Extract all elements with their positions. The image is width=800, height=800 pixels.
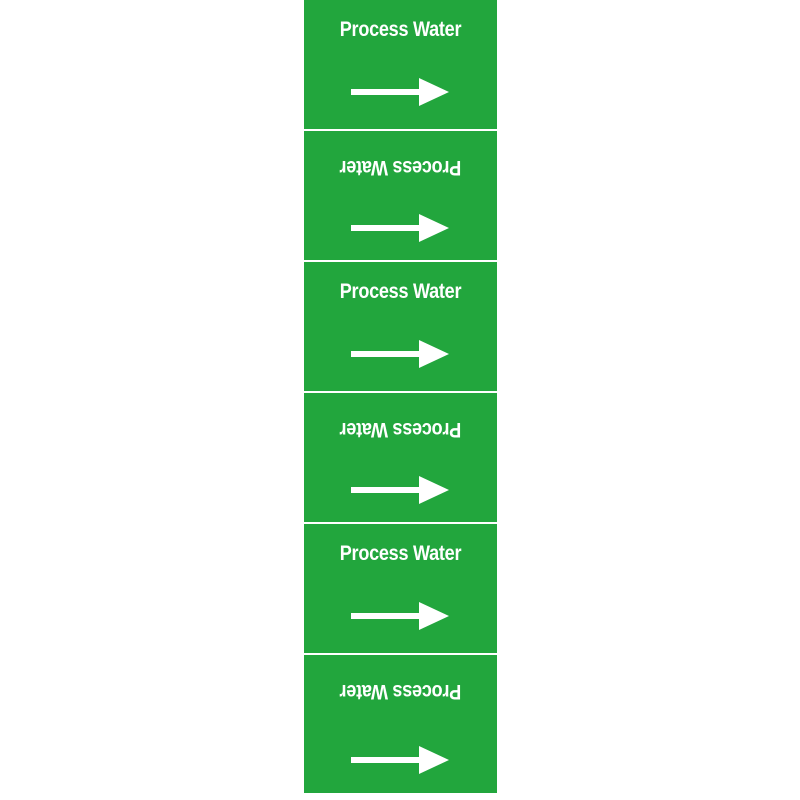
arrow-right-icon bbox=[351, 746, 449, 774]
pipe-label-text: Process Water bbox=[339, 18, 462, 41]
pipe-label-text: Process Water bbox=[339, 156, 462, 179]
pipe-label: Process Water bbox=[304, 262, 497, 393]
pipe-label: Process Water bbox=[304, 655, 497, 793]
arrow-right-icon bbox=[351, 78, 449, 106]
pipe-label: Process Water bbox=[304, 393, 497, 524]
pipe-label-text: Process Water bbox=[339, 418, 462, 441]
pipe-label: Process Water bbox=[304, 131, 497, 262]
arrow-right-icon bbox=[351, 340, 449, 368]
arrow-right-icon bbox=[351, 476, 449, 504]
arrow-right-icon bbox=[351, 602, 449, 630]
pipe-label-text: Process Water bbox=[339, 680, 462, 703]
pipe-label: Process Water bbox=[304, 524, 497, 655]
pipe-label-text: Process Water bbox=[339, 280, 462, 303]
pipe-marker-strip: Process Water Process Water Process Wate… bbox=[304, 0, 497, 800]
pipe-label: Process Water bbox=[304, 0, 497, 131]
pipe-label-text: Process Water bbox=[339, 542, 462, 565]
arrow-right-icon bbox=[351, 214, 449, 242]
